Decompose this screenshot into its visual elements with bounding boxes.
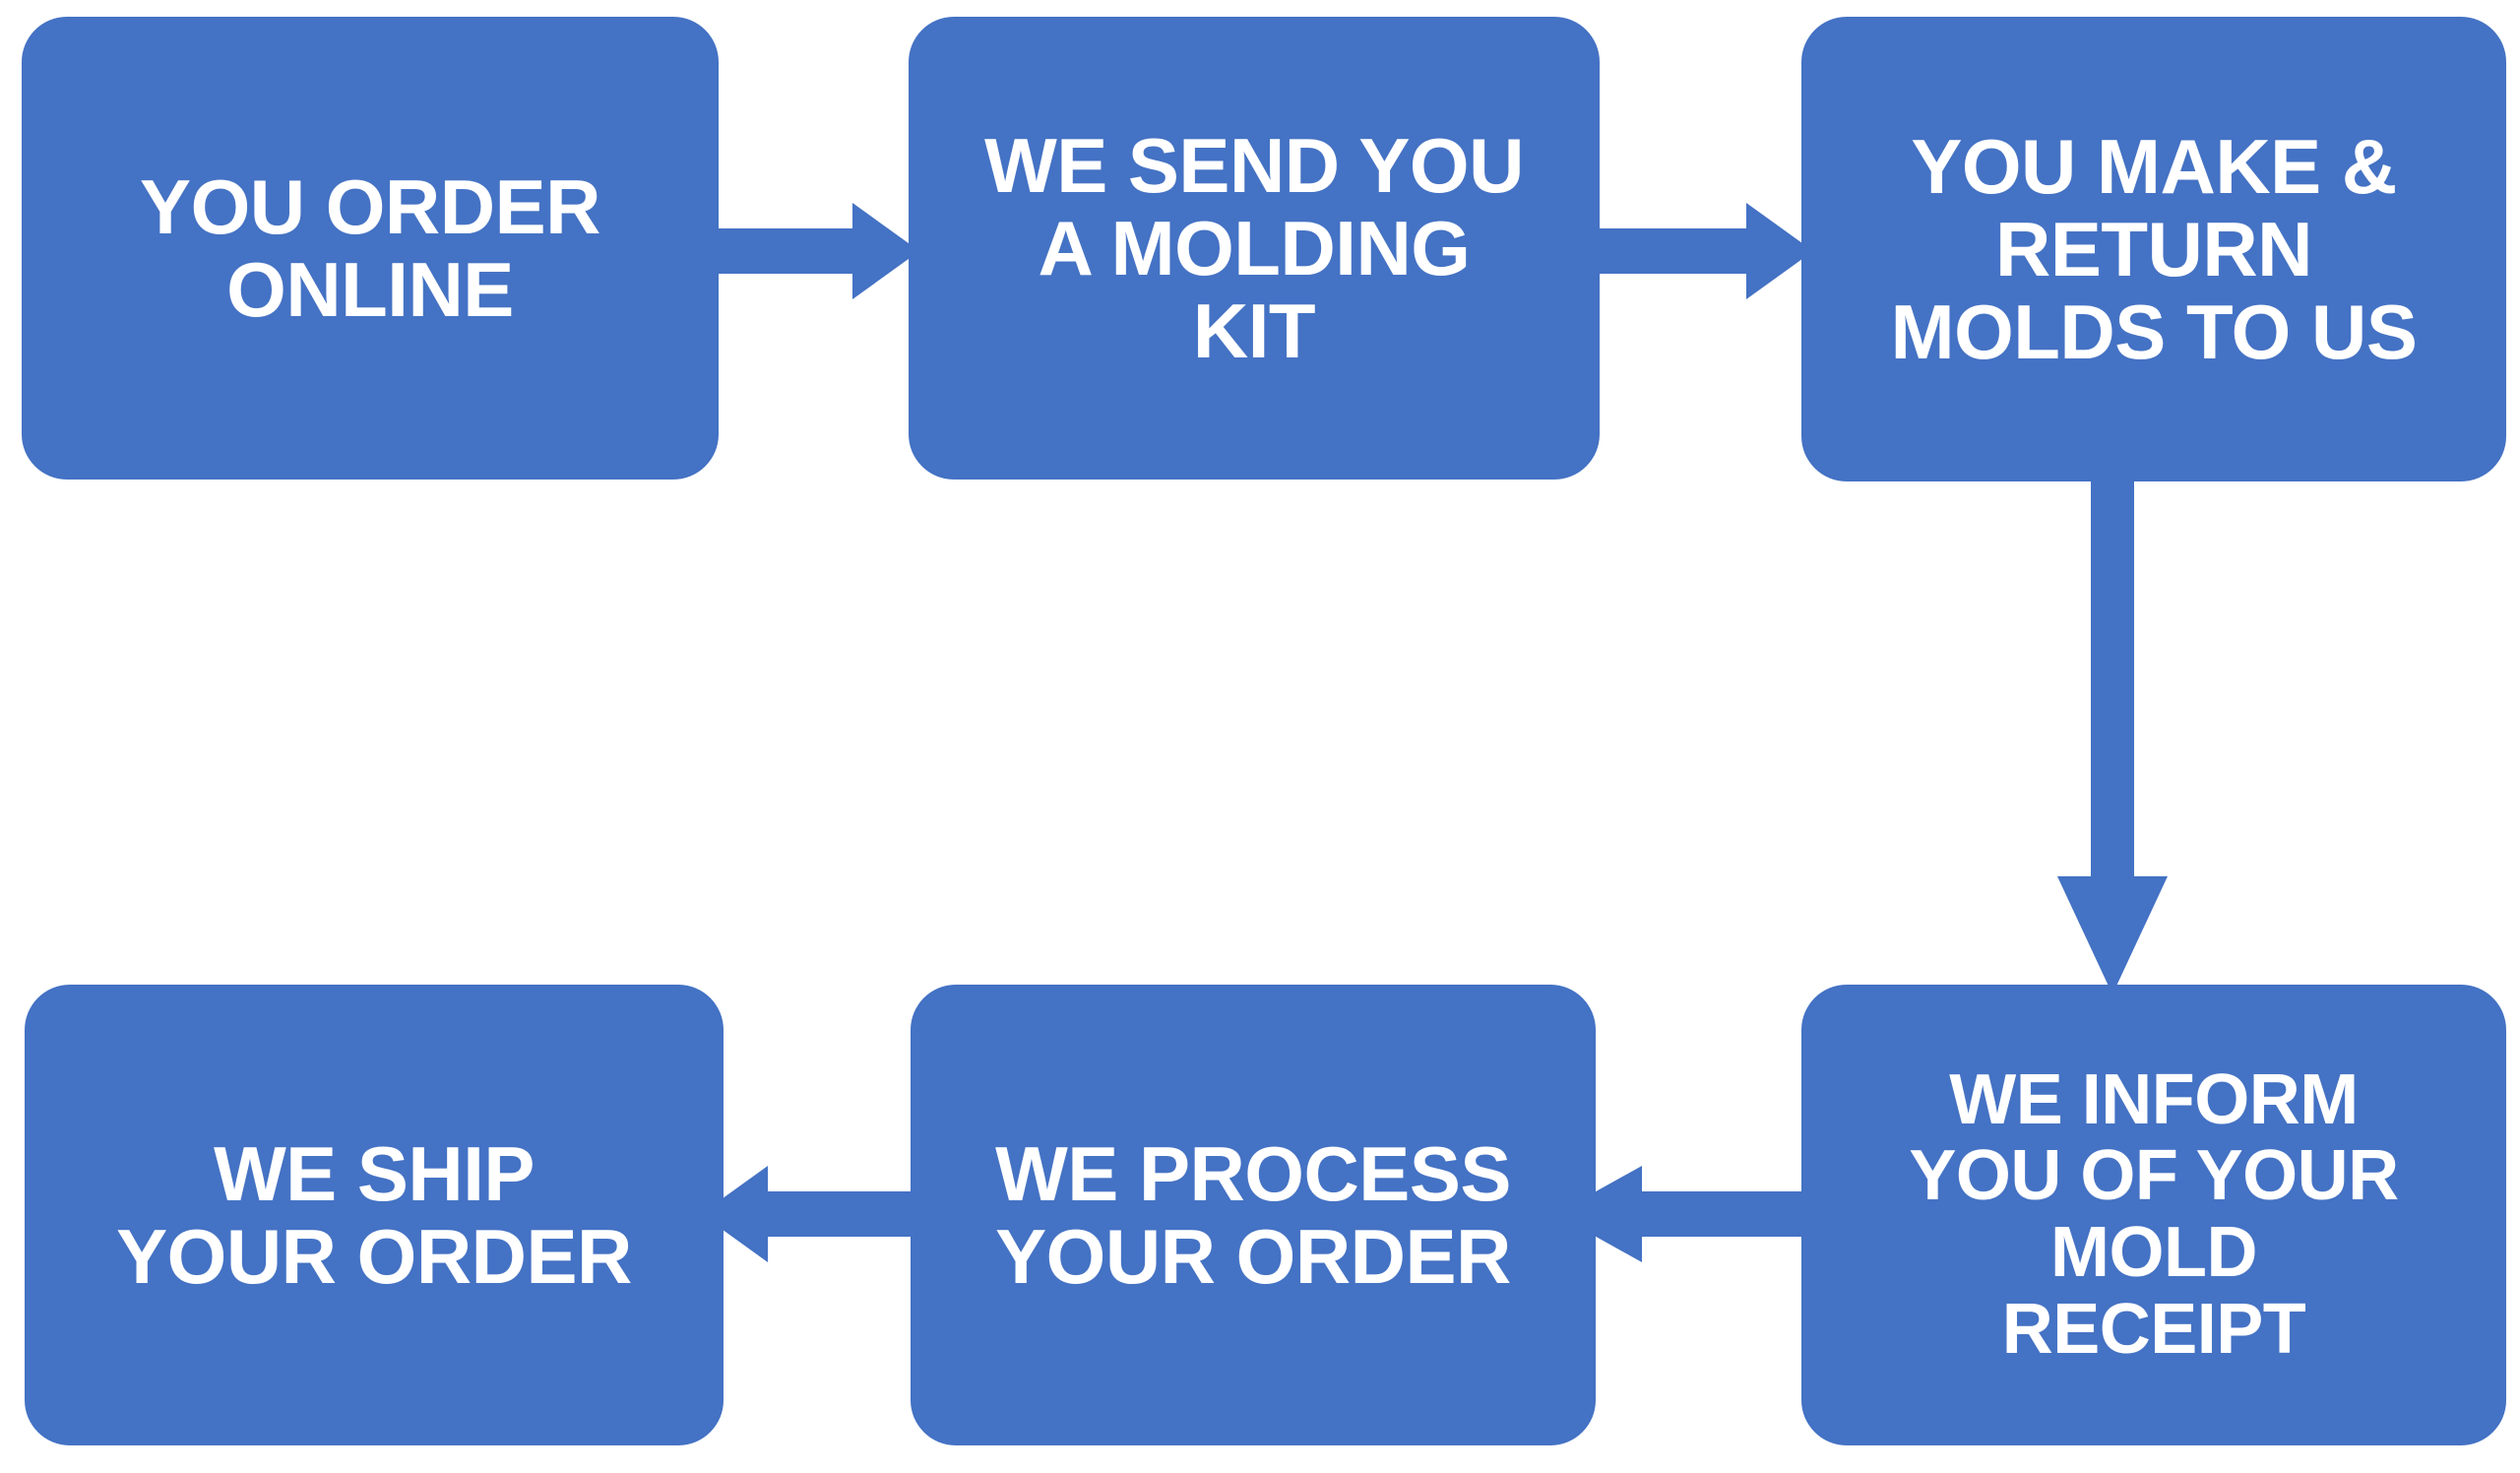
flow-node-send-kit[interactable]: WE SEND YOU A MOLDING KIT — [909, 17, 1600, 480]
flow-node-order-online[interactable]: YOU ORDER ONLINE — [22, 17, 719, 480]
connector-order-to-kit — [703, 197, 919, 305]
flow-node-return-molds[interactable]: YOU MAKE & RETURN MOLDS TO US — [1801, 17, 2506, 481]
flow-node-label: YOU ORDER ONLINE — [140, 162, 600, 333]
flow-node-label: WE PROCESS YOUR ORDER — [995, 1129, 1511, 1300]
connector-molds-to-inform — [2053, 463, 2172, 994]
flow-node-label: WE SHIP YOUR ORDER — [116, 1129, 632, 1300]
arrow-down-icon — [2057, 463, 2168, 994]
connector-process-to-ship — [701, 1160, 919, 1268]
connector-kit-to-molds — [1575, 197, 1813, 305]
arrow-right-icon — [1575, 203, 1813, 299]
arrow-left-icon — [701, 1166, 919, 1262]
flow-node-label: WE INFORM YOU OF YOUR MOLD RECEIPT — [1909, 1059, 2399, 1369]
flow-node-ship-order[interactable]: WE SHIP YOUR ORDER — [25, 985, 724, 1445]
connector-inform-to-process — [1555, 1160, 1813, 1268]
arrow-right-icon — [703, 203, 919, 299]
flow-node-label: YOU MAKE & RETURN MOLDS TO US — [1890, 122, 2418, 376]
arrow-left-icon — [1555, 1166, 1813, 1262]
flow-node-process-order[interactable]: WE PROCESS YOUR ORDER — [911, 985, 1596, 1445]
flow-node-inform-receipt[interactable]: WE INFORM YOU OF YOUR MOLD RECEIPT — [1801, 985, 2506, 1445]
flow-node-label: WE SEND YOU A MOLDING KIT — [984, 121, 1524, 375]
